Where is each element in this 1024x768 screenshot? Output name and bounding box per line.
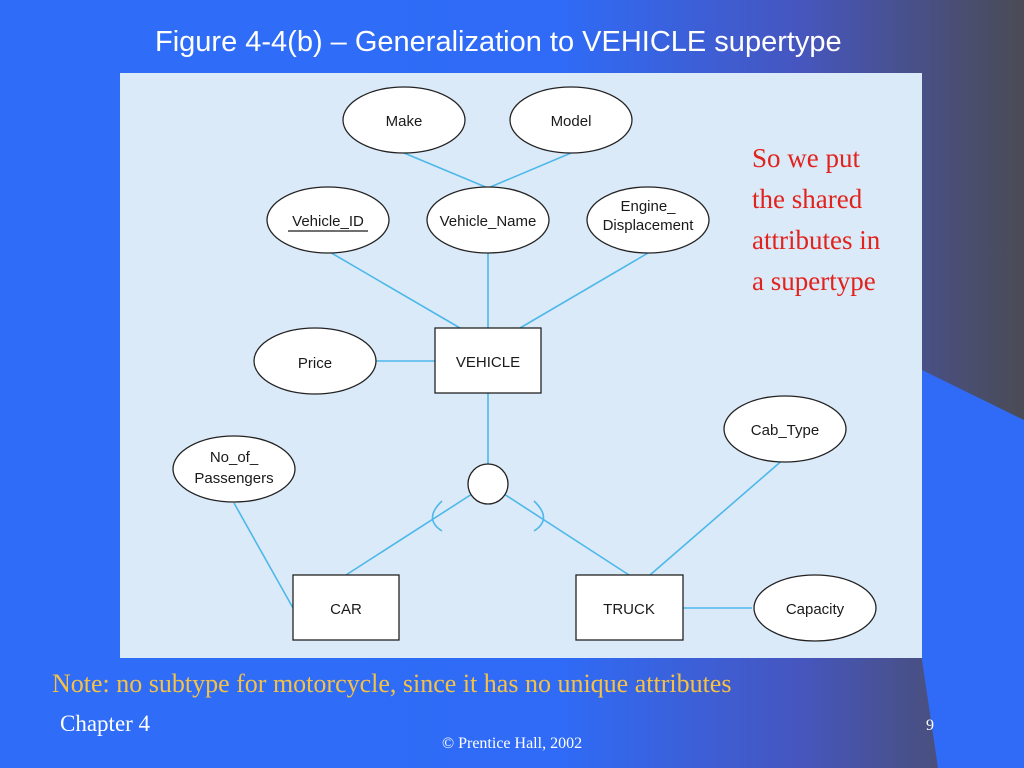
car-entity-label: CAR <box>330 601 362 618</box>
vehicle-id-label: Vehicle_ID <box>292 213 364 230</box>
attribute-capacity <box>753 574 877 642</box>
entity-truck <box>575 574 684 641</box>
truck-entity-label: TRUCK <box>603 601 655 618</box>
attribute-vehicle-id <box>266 186 390 254</box>
line-cabtype-truck <box>649 457 786 576</box>
vehicle-name-label: Vehicle_Name <box>440 213 537 230</box>
passengers-label-line-2: Passengers <box>194 470 273 487</box>
engine-label-line-1: Engine_ <box>620 198 676 215</box>
passengers-label-line-1: No_of_ <box>210 449 259 466</box>
attribute-no-of-passengers <box>172 435 296 503</box>
entity-car <box>292 574 400 641</box>
callout-line-3: attributes in <box>752 225 881 255</box>
note-text: Note: no subtype for motorcycle, since i… <box>52 669 732 698</box>
make-label: Make <box>386 113 423 130</box>
model-label: Model <box>551 113 592 130</box>
page-number: 9 <box>926 717 934 734</box>
generalization-circle <box>467 463 509 505</box>
chapter-label: Chapter 4 <box>60 711 151 736</box>
line-model-vehicle-name <box>487 152 572 189</box>
callout-text: So we put the shared attributes in a sup… <box>752 138 920 302</box>
attribute-price <box>253 327 377 395</box>
entity-vehicle <box>434 327 542 394</box>
attribute-make <box>342 86 466 154</box>
line-circle-truck <box>503 493 630 576</box>
capacity-label: Capacity <box>786 601 845 618</box>
price-label: Price <box>298 355 332 372</box>
cab-type-label: Cab_Type <box>751 422 819 439</box>
vehicle-entity-label: VEHICLE <box>456 354 520 371</box>
subset-arc-right <box>533 500 545 532</box>
line-vehicle-id-vehicle <box>327 250 461 329</box>
er-diagram-figure: Make Model Vehicle_ID Vehicle_Name Engin… <box>120 73 922 658</box>
attribute-model <box>509 86 633 154</box>
callout-line-1: So we put <box>752 143 860 173</box>
line-make-vehicle-name <box>403 152 489 189</box>
copyright-text: © Prentice Hall, 2002 <box>441 735 583 752</box>
engine-label-line-2: Displacement <box>603 217 695 234</box>
callout-line-4: a supertype <box>752 266 876 296</box>
line-passengers-car <box>233 502 294 609</box>
er-diagram-canvas: Make Model Vehicle_ID Vehicle_Name Engin… <box>172 86 877 642</box>
attribute-engine-displacement <box>586 186 710 254</box>
attribute-cab-type <box>723 395 847 463</box>
connector-lines <box>233 152 786 609</box>
callout-line-2: the shared <box>752 184 863 214</box>
line-circle-car <box>345 493 473 576</box>
attribute-vehicle-name <box>426 186 550 254</box>
slide-title: Figure 4-4(b) – Generalization to VEHICL… <box>155 26 842 58</box>
line-engine-vehicle <box>519 252 649 329</box>
subset-arc-left <box>431 500 443 532</box>
